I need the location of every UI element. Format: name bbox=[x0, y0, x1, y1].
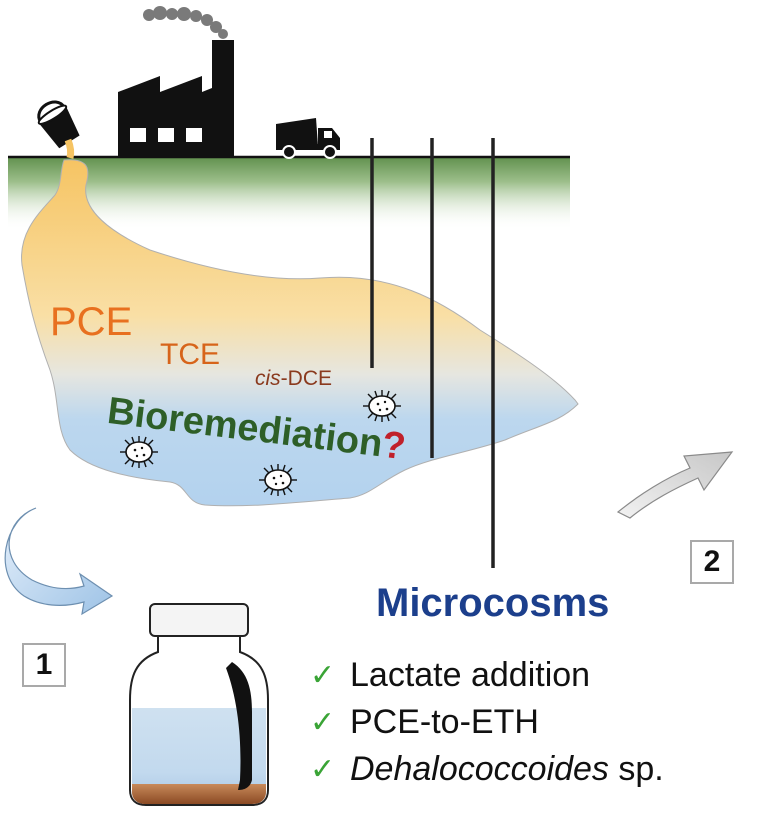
check-item-text: Lactate addition bbox=[350, 656, 591, 694]
monitoring-wells bbox=[370, 138, 495, 568]
arrow-up-right-icon bbox=[616, 451, 734, 519]
bacterium-icon bbox=[362, 389, 402, 423]
factory-icon bbox=[118, 6, 234, 156]
check-icon: ✓ bbox=[310, 659, 336, 692]
check-item: ✓ Lactate addition bbox=[310, 656, 590, 695]
step-1-box: 1 bbox=[22, 643, 66, 687]
contaminant-plume bbox=[21, 159, 579, 507]
truck-icon bbox=[276, 118, 340, 159]
cis-prefix: cis bbox=[255, 367, 281, 390]
check-item: ✓ PCE-to-ETH bbox=[310, 703, 539, 742]
dce-suffix: -DCE bbox=[280, 367, 333, 390]
bacterium-icon bbox=[119, 435, 159, 469]
bucket-icon bbox=[37, 100, 80, 149]
curved-arrow-icon bbox=[4, 507, 114, 616]
step-2-box: 2 bbox=[690, 540, 734, 584]
check-item: ✓ Dehalococcoides sp. bbox=[310, 750, 664, 789]
vial-icon bbox=[129, 603, 269, 806]
ground-layer bbox=[8, 156, 570, 230]
tce-label: TCE bbox=[160, 338, 220, 371]
pce-label: PCE bbox=[50, 300, 133, 344]
check-item-text: PCE-to-ETH bbox=[350, 703, 539, 741]
organism-suffix: sp. bbox=[608, 750, 664, 788]
organism-name: Dehalococcoides bbox=[350, 750, 609, 788]
smoke-plume bbox=[143, 6, 228, 39]
check-icon: ✓ bbox=[310, 753, 336, 786]
bacterium-icon bbox=[258, 463, 298, 497]
microcosms-title: Microcosms bbox=[376, 581, 610, 625]
cis-dce-label: cis-DCE bbox=[255, 368, 332, 389]
check-icon: ✓ bbox=[310, 706, 336, 739]
